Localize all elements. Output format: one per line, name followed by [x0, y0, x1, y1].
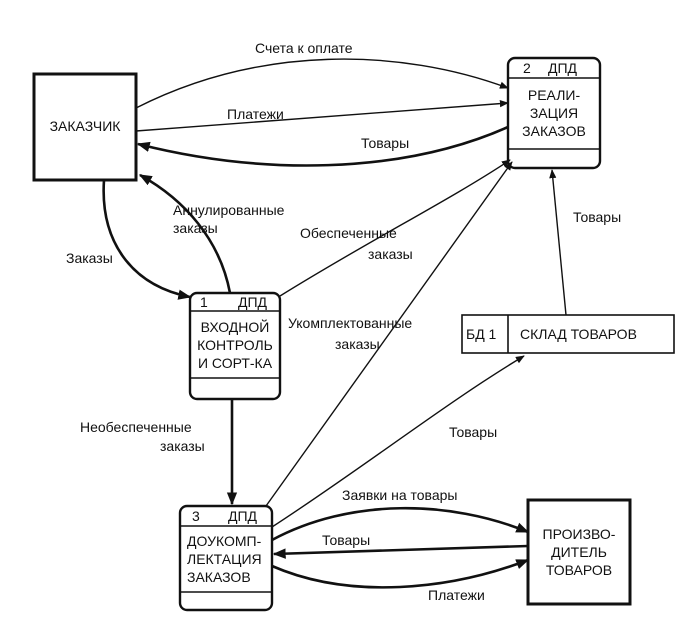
flow-secured-label-line1: Обеспеченные — [300, 225, 397, 241]
process-1: 1 ДПД ВХОДНОЙ КОНТРОЛЬ И СОРТ-КА — [188, 291, 282, 401]
customer-label: ЗАКАЗЧИК — [50, 118, 122, 134]
process-3-name-line2: ЛЕКТАЦИЯ — [187, 551, 262, 567]
process-2-name-line1: РЕАЛИ- — [528, 87, 581, 103]
process-3-name-line3: ЗАКАЗОВ — [187, 569, 251, 585]
flow-goods-to-customer-arrow — [136, 125, 509, 167]
process-3-name-line1: ДОУКОМП- — [187, 533, 262, 549]
process-1-name-line1: ВХОДНОЙ — [201, 318, 270, 335]
flow-unsecured-label-line2: заказы — [160, 438, 205, 454]
flow-requests-arrow — [271, 506, 530, 542]
flow-secured-label-line2: заказы — [368, 246, 413, 262]
data-store-name: СКЛАД ТОВАРОВ — [520, 326, 637, 342]
process-2-name-line2: ЗАЦИЯ — [530, 105, 578, 121]
flow-unsecured-label-line1: Необеспеченные — [80, 419, 192, 435]
flow-cancelled-label-line2: заказы — [173, 220, 218, 236]
flow-completed-label-line1: Укомплектованные — [288, 315, 412, 331]
flow-goods-from-store-label: Товары — [573, 209, 621, 225]
flow-payments-top-label: Платежи — [227, 106, 284, 122]
process-1-name-line2: КОНТРОЛЬ — [197, 337, 273, 353]
flow-cancelled-arrow — [138, 173, 232, 294]
process-1-name-line3: И СОРТ-КА — [198, 355, 273, 371]
producer-entity: ПРОИЗВО- ДИТЕЛЬ ТОВАРОВ — [526, 498, 632, 606]
flow-invoices-arrow — [135, 58, 509, 109]
flow-invoices-label: Счета к оплате — [255, 40, 353, 56]
producer-label-line1: ПРОИЗВО- — [543, 526, 616, 542]
process-1-number: 1 — [200, 294, 208, 310]
flow-goods-from-store-arrow — [549, 169, 567, 316]
flow-orders-label: Заказы — [66, 250, 113, 266]
process-2-tag: ДПД — [548, 60, 578, 76]
flow-completed-arrow — [265, 161, 513, 507]
flow-goods-to-store-arrow — [271, 355, 525, 528]
flow-goods-to-customer-label: Товары — [361, 135, 409, 151]
flow-requests-label: Заявки на товары — [342, 487, 457, 503]
flow-orders-arrow — [102, 179, 192, 300]
process-3-tag: ДПД — [228, 508, 258, 524]
flow-goods-to-store-label: Товары — [449, 424, 497, 440]
process-1-tag: ДПД — [238, 294, 268, 310]
process-2: 2 ДПД РЕАЛИ- ЗАЦИЯ ЗАКАЗОВ — [506, 56, 602, 170]
flow-payments-bottom-label: Платежи — [428, 587, 485, 603]
flow-completed-label-line2: заказы — [335, 336, 380, 352]
data-store-warehouse: БД 1 СКЛАД ТОВАРОВ — [461, 314, 675, 354]
process-3-number: 3 — [192, 508, 200, 524]
flow-cancelled-label-line1: Аннулированные — [173, 202, 285, 218]
customer-entity: ЗАКАЗЧИК — [32, 72, 138, 182]
flow-goods-from-producer-label: Товары — [322, 532, 370, 548]
producer-label-line2: ДИТЕЛЬ — [551, 544, 607, 560]
process-3: 3 ДПД ДОУКОМП- ЛЕКТАЦИЯ ЗАКАЗОВ — [178, 504, 274, 612]
process-2-name-line3: ЗАКАЗОВ — [522, 123, 586, 139]
process-2-number: 2 — [523, 60, 531, 76]
flow-payments-bottom-arrow — [271, 558, 530, 589]
flow-goods-from-producer-arrow — [272, 544, 529, 559]
flow-payments-top-arrow — [135, 100, 509, 132]
producer-label-line3: ТОВАРОВ — [546, 562, 612, 578]
flow-secured-arrow — [279, 159, 511, 297]
data-store-id: БД 1 — [466, 326, 497, 342]
